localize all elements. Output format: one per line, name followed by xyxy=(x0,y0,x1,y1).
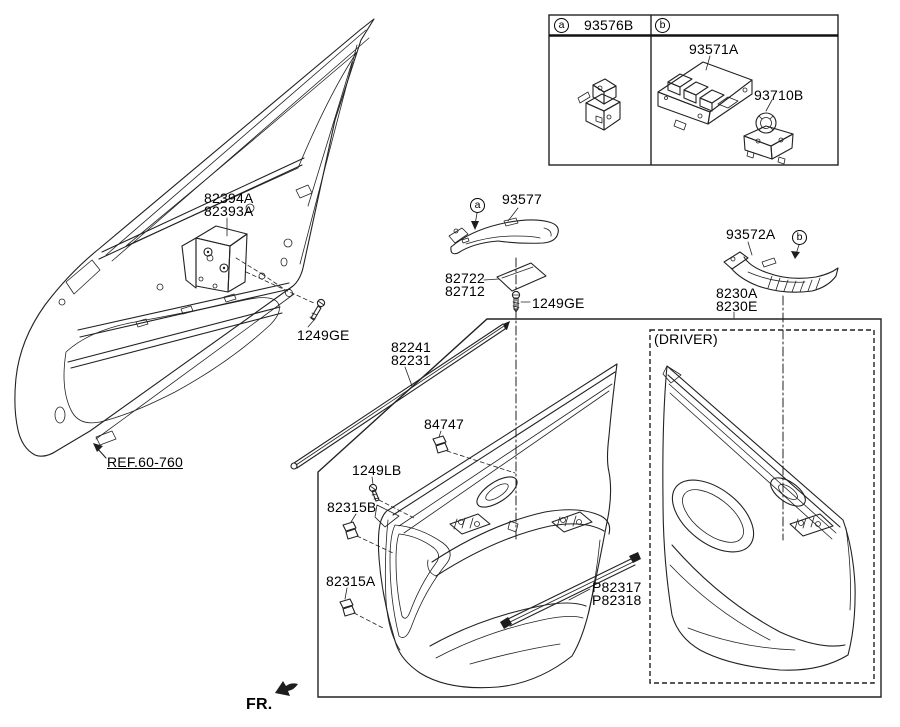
label-armrest-code: 93572A xyxy=(726,226,776,242)
label-mirror-switch: 93710B xyxy=(754,87,804,103)
label-ref-code: REF.60-760 xyxy=(107,454,183,470)
screw-1249ge-left xyxy=(307,298,326,328)
belt-weatherstrip-drawing xyxy=(290,321,510,470)
screw-1249ge-mid xyxy=(511,290,531,313)
single-switch-drawing xyxy=(577,78,621,131)
label-weatherstrip-2: 82231 xyxy=(391,352,431,368)
marker-a-float: a xyxy=(470,198,485,213)
mirror-switch-drawing xyxy=(743,99,794,165)
label-scuff-2: P82318 xyxy=(592,592,642,608)
label-master-switch: 93571A xyxy=(689,41,739,57)
ref-leader-arrow xyxy=(93,443,107,459)
clip-82315a xyxy=(339,587,384,629)
label-clip-b: 82315B xyxy=(327,499,377,515)
door-trim-panel-drawing xyxy=(374,363,618,689)
label-fr: FR. xyxy=(246,696,273,713)
door-latch-drawing xyxy=(181,217,317,305)
label-screw-left: 1249GE xyxy=(297,327,350,343)
label-weatherstrip-1: 82241 xyxy=(391,339,431,355)
pad-drawing xyxy=(483,262,547,292)
label-clip-top: 84747 xyxy=(424,416,464,432)
label-screw-mid: 1249GE xyxy=(532,295,585,311)
fr-direction-arrow xyxy=(275,681,298,696)
switch-bezel-drawing xyxy=(448,207,559,255)
label-clip-a: 82315A xyxy=(326,573,376,589)
label-panel-code-1: 8230A xyxy=(716,285,758,301)
door-shell-drawing xyxy=(14,18,375,457)
label-panel-code-2: 8230E xyxy=(716,298,758,314)
label-latch-code-1: 82394A xyxy=(204,190,254,206)
driver-armrest-bezel-drawing xyxy=(723,241,839,319)
label-bezel-code: 93577 xyxy=(502,191,542,207)
legend-marker-a: a xyxy=(554,18,569,33)
legend-code-a: 93576B xyxy=(584,17,634,33)
label-scuff-1: P82317 xyxy=(592,579,642,595)
clip-84747 xyxy=(432,430,516,474)
clip-82315b xyxy=(342,513,394,554)
legend-marker-b: b xyxy=(655,18,670,33)
trim-panel-frame-box xyxy=(317,318,882,698)
driver-variant-box xyxy=(649,329,875,684)
scuff-strip-drawing xyxy=(500,552,641,629)
master-switch-drawing xyxy=(657,55,753,131)
label-pad-code-1: 82722 xyxy=(445,270,485,286)
driver-door-trim-drawing xyxy=(662,365,856,671)
label-driver-variant: (DRIVER) xyxy=(654,331,718,347)
marker-b-float: b xyxy=(792,230,807,245)
legend-table xyxy=(548,14,839,166)
label-screw-lb: 1249LB xyxy=(352,462,402,478)
screw-1249lb xyxy=(368,476,415,519)
label-latch-code-2: 82393A xyxy=(204,203,254,219)
label-pad-code-2: 82712 xyxy=(445,283,485,299)
